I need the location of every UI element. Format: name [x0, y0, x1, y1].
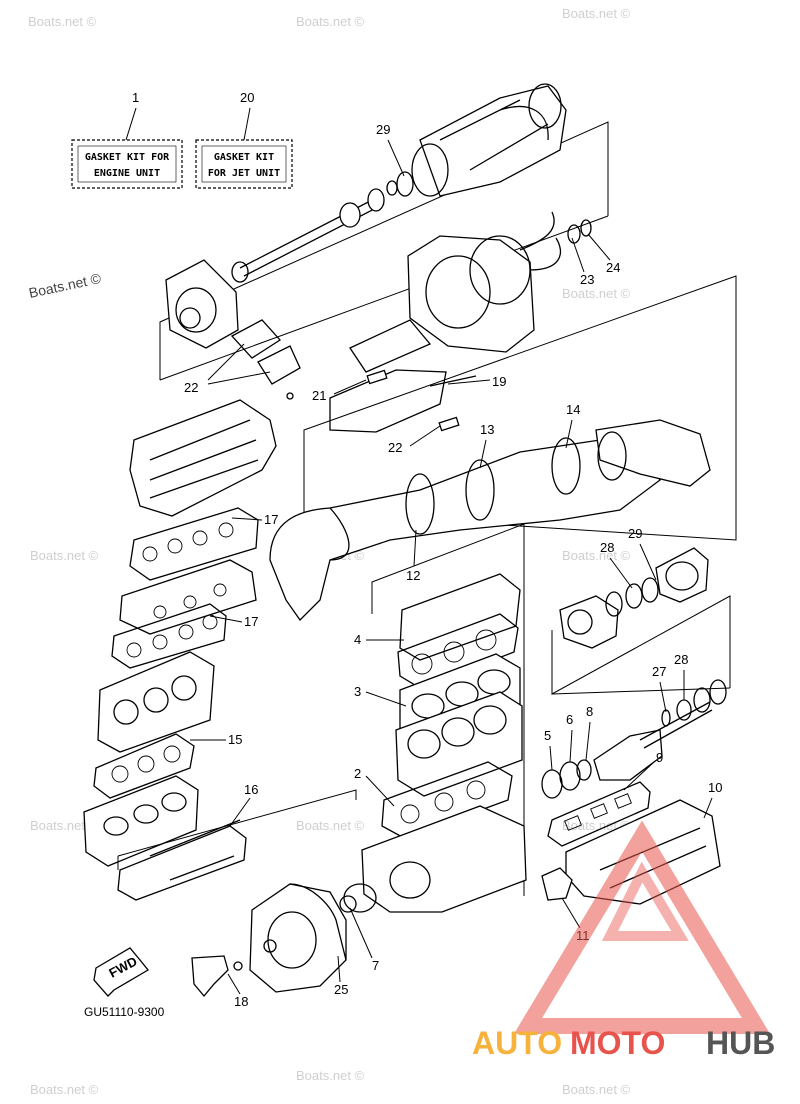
- callout-23: 22: [184, 380, 198, 395]
- callout-27: 27: [652, 664, 666, 679]
- callout-14: 14: [566, 402, 580, 417]
- callout-8: 8: [586, 704, 593, 719]
- callout-17b: 17: [244, 614, 258, 629]
- watermark: Boats.net ©: [30, 1082, 99, 1097]
- watermark: Boats.net ©: [562, 1082, 631, 1097]
- callout-6: 6: [566, 712, 573, 727]
- callout-20: 20: [240, 90, 254, 105]
- callout-22b: 22: [388, 440, 402, 455]
- automotohub-logo: AUTO MOTO HUB: [472, 820, 775, 1061]
- callout-5: 5: [544, 728, 551, 743]
- cylinder-head-gaskets: [83, 507, 357, 901]
- callout-7: 7: [372, 958, 379, 973]
- callout-10: 10: [708, 780, 722, 795]
- callout-22: 21: [312, 388, 326, 403]
- watermark: Boats.net ©: [30, 548, 99, 563]
- kit-label-line2: ENGINE UNIT: [94, 168, 160, 179]
- flywheel-cover: [191, 883, 347, 998]
- callout-1: 1: [132, 90, 139, 105]
- watermark: Boats.net ©: [562, 6, 631, 21]
- callout-28: 28: [600, 540, 614, 555]
- callout-24: 23: [580, 272, 594, 287]
- drive-assembly: [541, 547, 731, 799]
- watermark: Boats.net ©: [296, 1068, 365, 1083]
- watermark: Boats.net ©: [27, 270, 103, 301]
- fwd-arrow: FWD: [93, 947, 149, 997]
- callout-4: 4: [354, 632, 361, 647]
- callout-19: 25: [334, 982, 348, 997]
- jet-gasket-kit: 20 GASKET KIT FOR JET UNIT: [195, 90, 293, 189]
- callout-15: 15: [228, 732, 242, 747]
- callout-13: 13: [480, 422, 494, 437]
- jet-pump-assembly: [159, 83, 609, 433]
- watermark: Boats.net ©: [30, 818, 99, 833]
- brand-part-hub: HUB: [706, 1025, 775, 1061]
- kit-label-line1: GASKET KIT: [214, 152, 274, 163]
- exhaust-assembly: [129, 275, 737, 622]
- callout-17: 17: [264, 512, 278, 527]
- diagram-code: GU51110-9300: [84, 1005, 165, 1019]
- callout-2: 2: [354, 766, 361, 781]
- watermark: Boats.net ©: [562, 286, 631, 301]
- callout-9: 9: [656, 750, 663, 765]
- cylinder-block: [339, 523, 527, 913]
- callout-28b: 28: [674, 652, 688, 667]
- watermark: Boats.net ©: [296, 14, 365, 29]
- brand-part-auto: AUTO: [472, 1025, 562, 1061]
- callout-3: 3: [354, 684, 361, 699]
- kit-label-line1: GASKET KIT FOR: [85, 152, 170, 163]
- watermark: Boats.net ©: [28, 14, 97, 29]
- callout-25: 24: [606, 260, 620, 275]
- watermark: Boats.net ©: [562, 818, 631, 833]
- callout-29: 29: [628, 526, 642, 541]
- callout-21: 19: [492, 374, 506, 389]
- engine-gasket-kit: 1 GASKET KIT FOR ENGINE UNIT: [71, 90, 183, 189]
- callout-18: 18: [234, 994, 248, 1009]
- watermark: Boats.net ©: [296, 818, 365, 833]
- brand-part-moto: MOTO: [570, 1025, 665, 1061]
- kit-label-line2: FOR JET UNIT: [208, 168, 280, 179]
- callout-12: 12: [406, 568, 420, 583]
- watermark: Boats.net ©: [562, 548, 631, 563]
- callout-16: 16: [244, 782, 258, 797]
- callout-26: 29: [376, 122, 390, 137]
